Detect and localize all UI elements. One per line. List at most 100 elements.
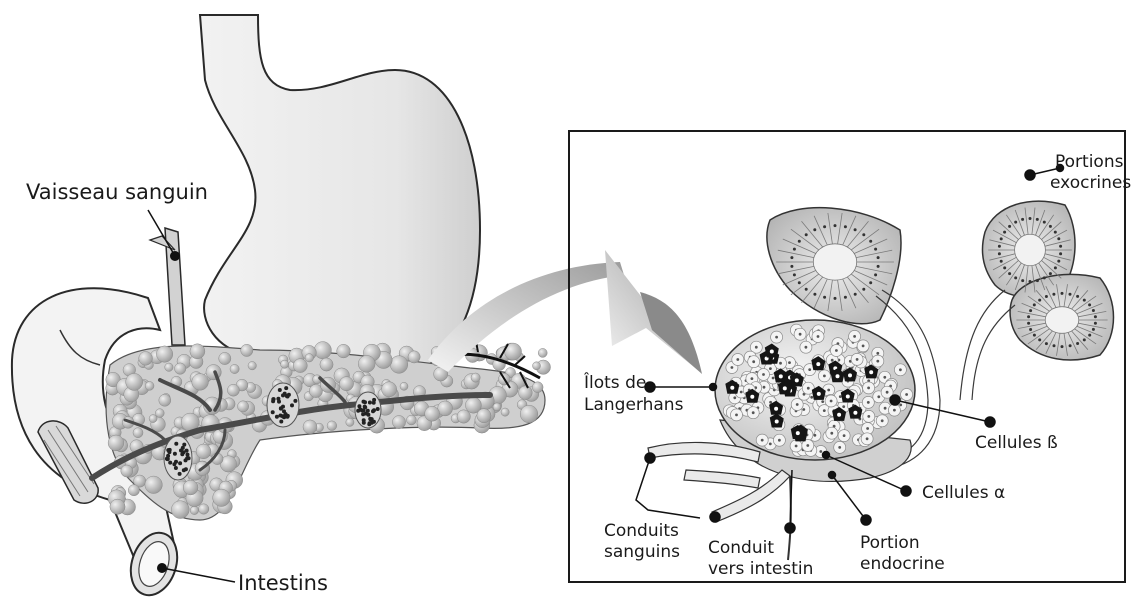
beta-cell-nucleus [869, 370, 873, 374]
pancreas-lobule [171, 501, 189, 519]
intestines-label: Intestins [238, 571, 328, 595]
acinus-cell-nucleus [1083, 299, 1086, 302]
acinus-cell-nucleus [1057, 260, 1060, 263]
pancreas-lobule [337, 344, 351, 358]
islet-cell-nucleus [810, 396, 813, 399]
acinus-lumen [1015, 234, 1046, 266]
islet-cell-nucleus [733, 396, 736, 399]
acinus-cell-nucleus [874, 248, 877, 251]
islet-cell-nucleus [788, 361, 791, 364]
islet-cell-nucleus [827, 389, 830, 392]
islet-cell-dot [277, 400, 281, 404]
pancreas-lobule [457, 410, 470, 423]
pancreas-lobule [241, 344, 253, 356]
islet-cell-nucleus [830, 432, 833, 435]
islet-cell-dot [290, 403, 294, 407]
acinus-cell-nucleus [844, 296, 847, 299]
islet-cell-nucleus [867, 387, 870, 390]
islet-cell-nucleus [769, 401, 772, 404]
islet-cell-nucleus [866, 427, 869, 430]
pancreas-lobule [408, 351, 420, 363]
acinus-cell-nucleus [1027, 315, 1030, 318]
pancreas-lobule [339, 377, 353, 391]
islet-cell-dot [376, 407, 380, 411]
islet-cell-nucleus [731, 366, 734, 369]
pancreas-lobule [248, 362, 256, 370]
pancreas-lobule [305, 354, 313, 362]
duct-label-1: Conduit [708, 538, 774, 558]
pancreas-lobule [358, 355, 375, 372]
acinus-cell-nucleus [1043, 276, 1046, 279]
pancreas-lobule [320, 358, 333, 371]
pancreas-lobule [219, 352, 231, 364]
pancreas-lobule [533, 362, 541, 370]
pancreas-lobule [199, 504, 209, 514]
vessel-label: Vaisseau sanguin [26, 180, 208, 204]
islet-cell-dot [271, 410, 275, 414]
islets-label-2: Langerhans [584, 395, 684, 415]
islet-cell-nucleus [831, 359, 834, 362]
pancreas-lobule [346, 418, 354, 426]
acinus-cell-nucleus [1061, 292, 1064, 295]
acinus-cell-nucleus [1008, 225, 1011, 228]
acinus-cell-nucleus [854, 293, 857, 296]
acinus-cell-nucleus [1092, 328, 1095, 331]
acinus-cell-nucleus [1045, 295, 1048, 298]
pancreas-lobule [159, 394, 171, 406]
acinus-cell-nucleus [1029, 328, 1032, 331]
pancreas-lobule [183, 480, 198, 495]
acinus-cell-nucleus [874, 273, 877, 276]
islet-cell-nucleus [761, 439, 764, 442]
islet-cell-dot [174, 442, 178, 446]
islet-cell-nucleus [883, 376, 886, 379]
islet-cell-nucleus [752, 411, 755, 414]
islet-cell-nucleus [905, 393, 908, 396]
beta-cell-nucleus [779, 374, 783, 378]
islet-cell-dot [184, 467, 188, 471]
islet-cell-nucleus [823, 375, 826, 378]
acinus-cell-nucleus [1092, 309, 1095, 312]
islet-cell-dot [166, 448, 170, 452]
islet-cell-nucleus [807, 387, 810, 390]
islet-cell-dot [281, 393, 285, 397]
acinus-cell-nucleus [798, 281, 801, 284]
acinus-cell-nucleus [1054, 266, 1057, 269]
islet-cell-nucleus [843, 434, 846, 437]
islet-cell-nucleus [821, 400, 824, 403]
pancreas-lobule [392, 416, 405, 429]
acinus-cell-nucleus [844, 225, 847, 228]
islet-cell-nucleus [755, 346, 758, 349]
acinus-cell-nucleus [862, 288, 865, 291]
acinus-cell-nucleus [1036, 279, 1039, 282]
pancreas-lobule [108, 435, 124, 451]
acinus-cell-nucleus [813, 228, 816, 231]
islet-cell-dot [275, 415, 279, 419]
islet-cell-dot [363, 405, 367, 409]
islet-cell-nucleus [835, 349, 838, 352]
acinus-cell-nucleus [869, 281, 872, 284]
islet-cell-nucleus [899, 404, 902, 407]
pancreas-lobule [293, 359, 307, 373]
endocrine-label-1: Portion [860, 533, 920, 553]
islet-cell-dot [271, 397, 275, 401]
acinus-cell-nucleus [1094, 315, 1097, 318]
islet-cell-nucleus [736, 358, 739, 361]
acinus-cell-nucleus [1000, 237, 1003, 240]
islet-cell-dot [165, 457, 169, 461]
beta-cell-nucleus [770, 350, 774, 354]
acinus-cell-nucleus [1003, 231, 1006, 234]
acinus-lumen [813, 244, 856, 280]
islet-cell-nucleus [805, 346, 808, 349]
islet-cell-nucleus [775, 336, 778, 339]
pancreas-lobule [303, 420, 317, 434]
beta-cell-nucleus [750, 395, 754, 399]
duct-label-2: vers intestin [708, 559, 813, 579]
islet-cell-nucleus [886, 391, 889, 394]
islet-cell-dot [186, 453, 190, 457]
islet-cell-dot [180, 452, 184, 456]
acinus-cell-nucleus [869, 240, 872, 243]
acinus-cell-nucleus [790, 256, 793, 259]
pancreas-lobule [145, 476, 162, 493]
alpha-cells-label: Cellules α [922, 483, 1005, 503]
vessel-callout-dot [170, 251, 180, 261]
